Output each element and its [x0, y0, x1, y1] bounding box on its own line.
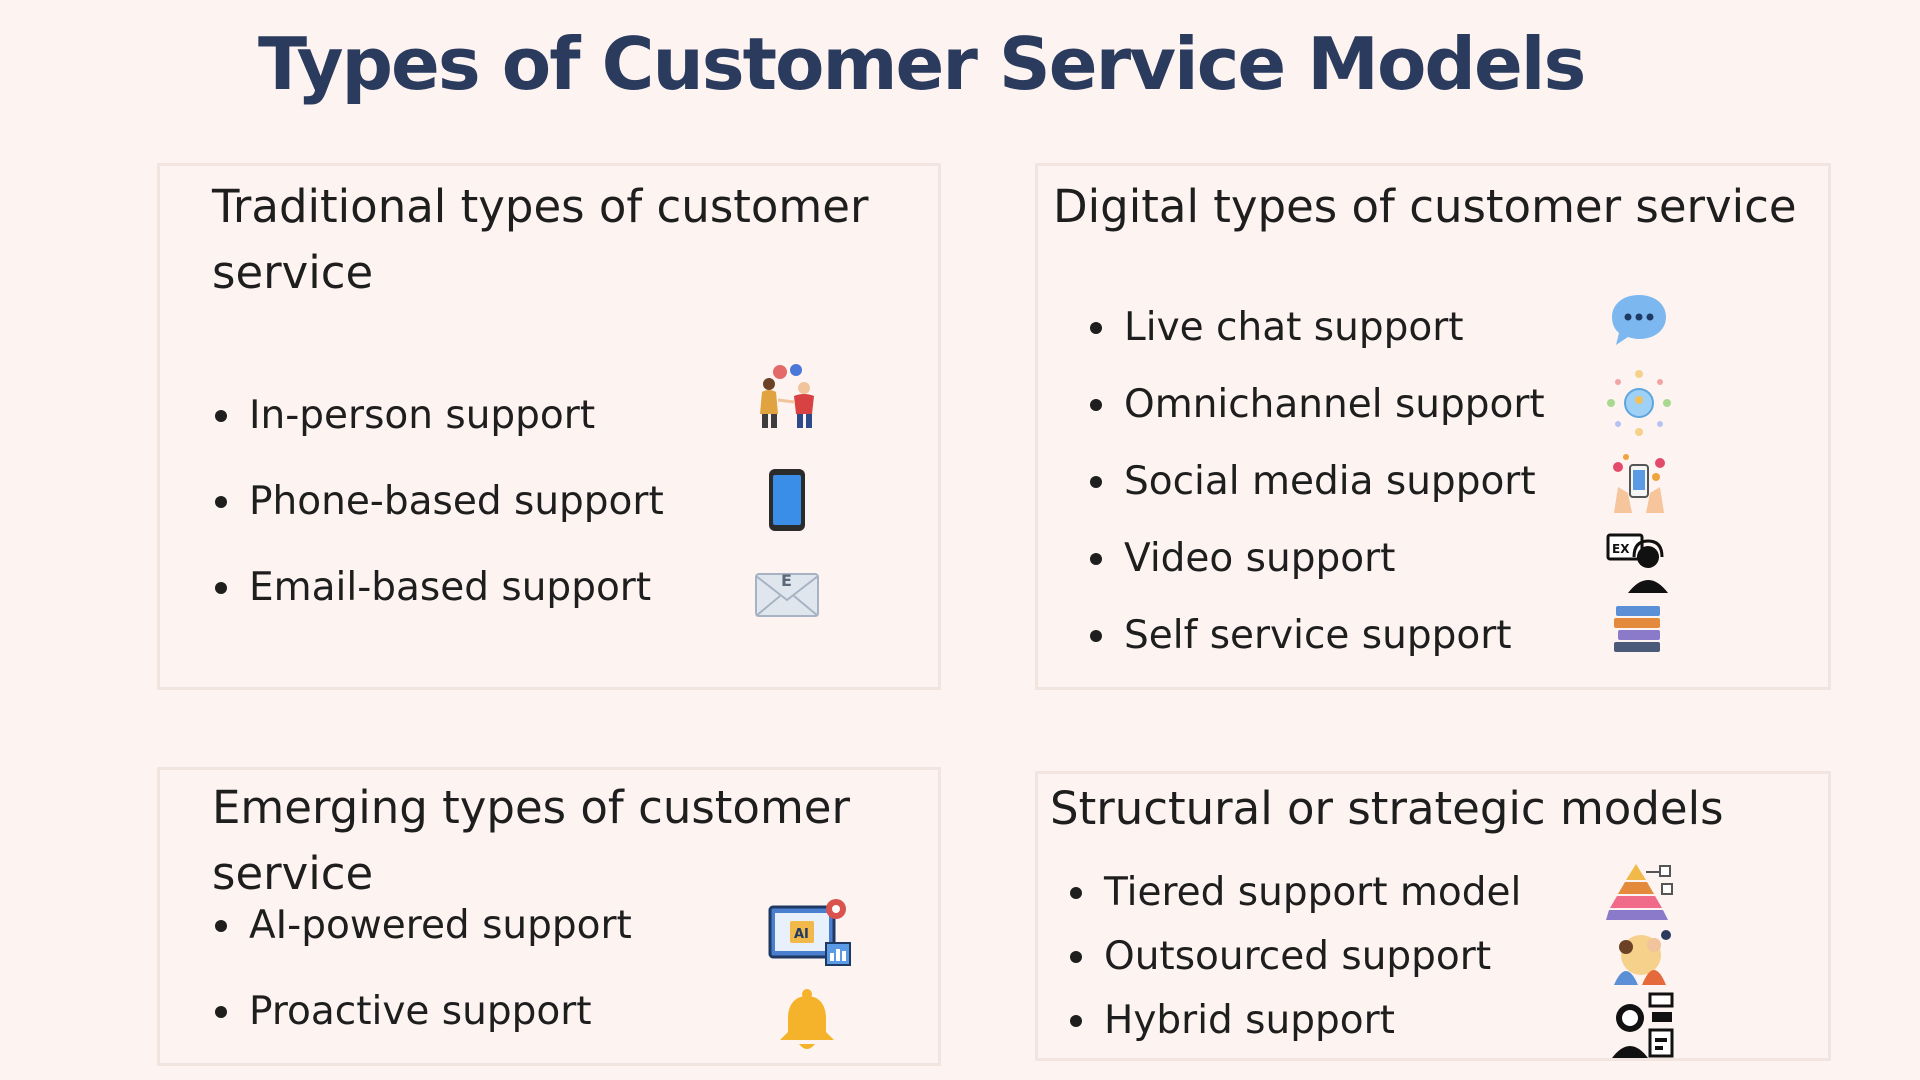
- bullet: [1070, 886, 1082, 899]
- item-label: Self service support: [1124, 613, 1512, 658]
- bullet: [1090, 398, 1102, 411]
- digital-heading: Digital types of customer service: [1053, 180, 1797, 233]
- smartphone-icon: [752, 465, 822, 535]
- traditional-heading: Traditional types of customer service: [212, 174, 868, 306]
- item-label: Email-based support: [249, 565, 652, 610]
- item-label: Phone-based support: [249, 479, 664, 524]
- omnichannel-network-icon: [1604, 368, 1674, 438]
- social-media-phone-icon: [1604, 449, 1674, 519]
- list-item-ai-powered: AI-powered support: [215, 903, 632, 948]
- pyramid-tiers-icon: [1606, 858, 1676, 928]
- item-label: Social media support: [1124, 459, 1536, 504]
- list-item-live-chat: Live chat support: [1090, 305, 1464, 350]
- bullet: [1090, 629, 1102, 642]
- ai-gear-screen-icon: AI: [766, 893, 854, 971]
- bullet: [1070, 950, 1082, 963]
- digital-card: [1035, 163, 1831, 690]
- bullet: [215, 1005, 227, 1018]
- list-item-outsourced: Outsourced support: [1070, 934, 1491, 979]
- list-item-proactive: Proactive support: [215, 989, 592, 1034]
- books-stack-icon: [1604, 596, 1674, 666]
- bullet: [215, 919, 227, 932]
- list-item-phone: Phone-based support: [215, 479, 664, 524]
- traditional-heading-line2: service: [212, 246, 374, 299]
- list-item-tiered: Tiered support model: [1070, 870, 1521, 915]
- traditional-heading-line1: Traditional types of customer: [212, 180, 869, 233]
- list-item-omnichannel: Omnichannel support: [1090, 382, 1545, 427]
- item-label: Tiered support model: [1104, 870, 1522, 915]
- item-label: In-person support: [249, 393, 596, 438]
- bullet: [1090, 475, 1102, 488]
- svg-text:EX: EX: [1612, 542, 1630, 556]
- in-person-support-icon: [752, 362, 822, 432]
- bullet: [1070, 1014, 1082, 1027]
- item-label: Video support: [1124, 536, 1396, 581]
- list-item-social-media: Social media support: [1090, 459, 1536, 504]
- emerging-heading-line2: service: [212, 847, 374, 900]
- item-label: Live chat support: [1124, 305, 1464, 350]
- bullet: [1090, 321, 1102, 334]
- outsourced-team-icon: [1606, 925, 1676, 995]
- item-label: Proactive support: [249, 989, 592, 1034]
- page-title: Types of Customer Service Models: [258, 22, 1586, 106]
- bullet: [1090, 552, 1102, 565]
- email-envelope-icon: E: [752, 558, 822, 628]
- bullet: [215, 581, 227, 594]
- bullet: [215, 495, 227, 508]
- bell-icon: [772, 988, 842, 1054]
- item-label: AI-powered support: [249, 903, 632, 948]
- emerging-heading-line1: Emerging types of customer: [212, 781, 850, 834]
- chat-bubble-icon: [1604, 285, 1674, 355]
- video-call-agent-icon: EX: [1604, 527, 1674, 597]
- svg-text:AI: AI: [794, 927, 809, 942]
- list-item-in-person: In-person support: [215, 393, 595, 438]
- list-item-hybrid: Hybrid support: [1070, 998, 1395, 1043]
- structural-card: [1035, 771, 1831, 1061]
- list-item-self-service: Self service support: [1090, 613, 1512, 658]
- list-item-video: Video support: [1090, 536, 1395, 581]
- hybrid-agent-icon: [1606, 990, 1676, 1060]
- list-item-email: Email-based support: [215, 565, 651, 610]
- item-label: Omnichannel support: [1124, 382, 1545, 427]
- item-label: Hybrid support: [1104, 998, 1395, 1043]
- svg-text:E: E: [781, 571, 792, 590]
- bullet: [215, 409, 227, 422]
- item-label: Outsourced support: [1104, 934, 1492, 979]
- emerging-heading: Emerging types of customer service: [212, 775, 850, 907]
- structural-heading: Structural or strategic models: [1050, 782, 1724, 835]
